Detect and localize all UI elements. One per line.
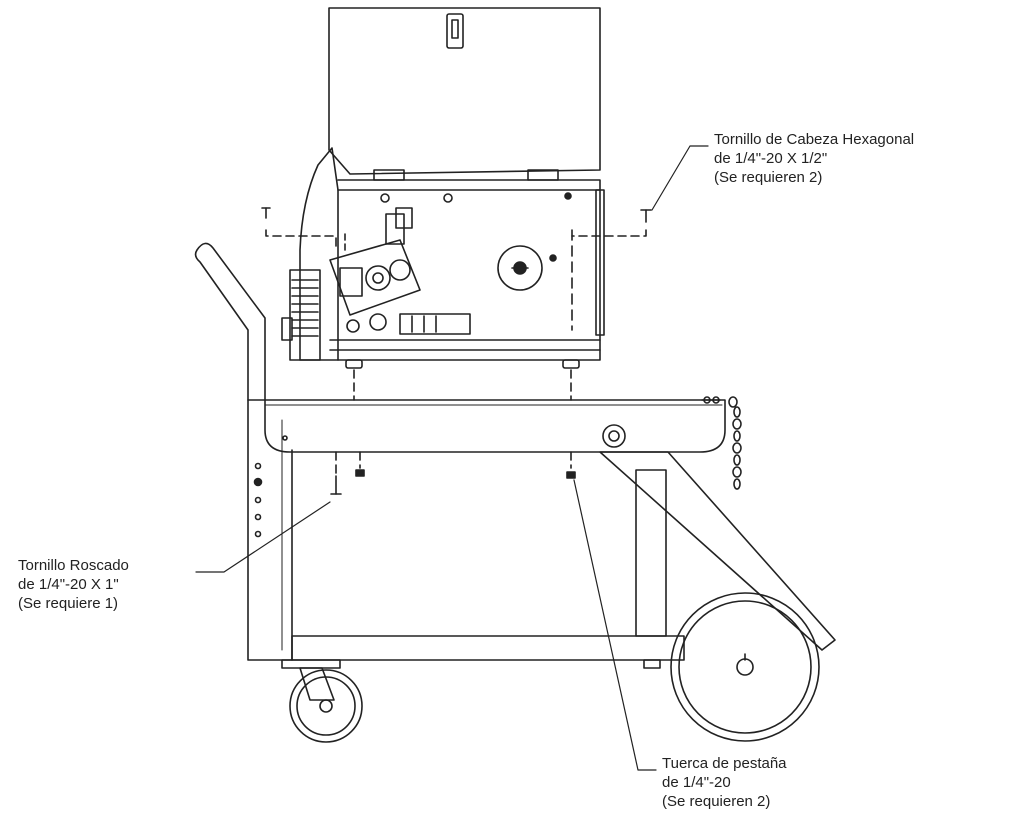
- cart-chain: [701, 396, 742, 490]
- welder-machine: [281, 7, 605, 369]
- cart-bottom-bar: [291, 635, 685, 661]
- callout-flange-nut-line3: (Se requieren 2): [662, 793, 771, 810]
- mounting-leaders: [335, 369, 572, 477]
- welder-foot-left: [345, 359, 363, 369]
- callout-thread-screw-line2: de 1/4"-20 X 1": [18, 576, 119, 593]
- callout-flange-nut: Tuerca de pestaña de 1/4"-20 (Se requier…: [662, 754, 787, 811]
- rear-wheel: [670, 592, 820, 742]
- callout-hex-screw-line3: (Se requieren 2): [714, 169, 823, 186]
- welder-foot-right: [562, 359, 580, 369]
- callout-thread-screw-line1: Tornillo Roscado: [18, 557, 129, 574]
- welder-lid: [328, 7, 601, 175]
- callout-leaders: [195, 145, 709, 771]
- wire-feed-mechanism: [329, 207, 471, 335]
- caster-wheel: [281, 659, 363, 743]
- bottom-fasteners: [330, 469, 576, 495]
- front-panel-vents: [281, 269, 321, 361]
- callout-thread-screw: Tornillo Roscado de 1/4"-20 X 1" (Se req…: [18, 556, 129, 613]
- lid-hinge-left: [373, 169, 405, 181]
- callout-hex-screw: Tornillo de Cabeza Hexagonal de 1/4"-20 …: [714, 130, 914, 187]
- cart-handle: [194, 242, 266, 401]
- callout-flange-nut-line2: de 1/4"-20: [662, 774, 731, 791]
- cart-top-shelf: [264, 399, 726, 453]
- cart-vertical-post: [635, 469, 667, 637]
- hex-screws: [261, 207, 652, 247]
- callout-hex-screw-line1: Tornillo de Cabeza Hexagonal: [714, 131, 915, 148]
- callout-thread-screw-line3: (Se requiere 1): [18, 595, 119, 612]
- cart-diagonal-strut: [599, 451, 836, 651]
- cart-left-upright: [247, 399, 293, 661]
- callout-flange-nut-line1: Tuerca de pestaña: [662, 755, 787, 772]
- callout-hex-screw-line2: de 1/4"-20 X 1/2": [714, 150, 828, 167]
- welder-body: [299, 147, 605, 361]
- cart: [194, 242, 836, 743]
